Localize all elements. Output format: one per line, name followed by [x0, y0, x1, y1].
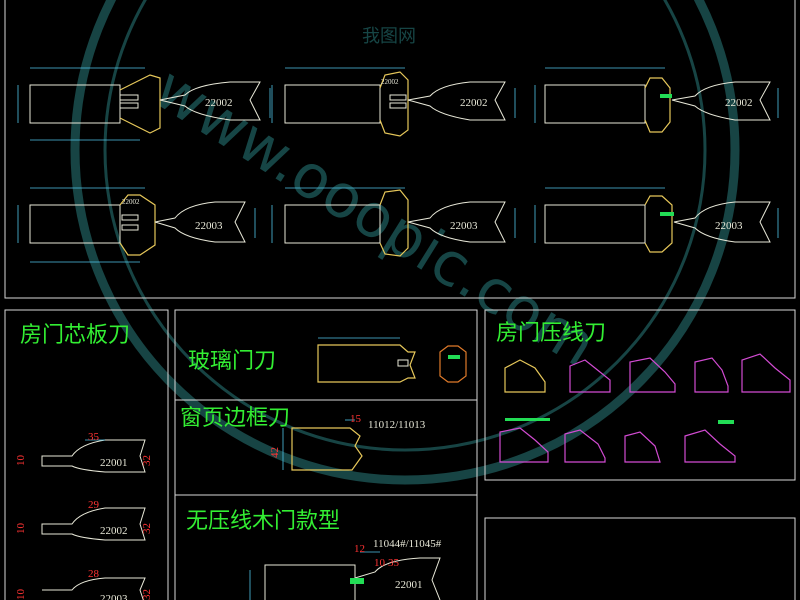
door-core-hr-2: 32 [141, 523, 153, 534]
no-press-line-dim-2: 10 [374, 557, 386, 569]
door-core-item-3: 28 10 32 22003 [15, 568, 153, 600]
window-frame-cutter: 15 42 11012/11013 [269, 413, 426, 471]
watermark-inner-ring [103, 0, 707, 452]
door-core-width-3: 28 [88, 568, 100, 580]
top-cutter-4-label: 22003 [195, 220, 223, 232]
watermark: 我图网 www.ooopic.com [70, 0, 740, 485]
door-core-hl-3: 10 [15, 589, 27, 600]
top-cutter-5: 22003 [271, 187, 516, 257]
door-core-hr-3: 32 [141, 589, 153, 600]
top-cutter-5-label: 22003 [450, 220, 478, 232]
door-core-code-1: 22001 [100, 457, 128, 469]
door-core-width-1: 35 [88, 431, 100, 443]
top-cutter-4-small-code: 22002 [122, 198, 140, 206]
door-core-hl-1: 10 [15, 455, 27, 467]
door-core-title: 房门芯板刀 [20, 323, 130, 348]
top-cutter-1-label: 22002 [205, 97, 233, 109]
door-core-hr-1: 32 [141, 455, 153, 466]
top-panel-border [4, 0, 796, 299]
no-press-line-title: 无压线木门款型 [186, 509, 340, 534]
watermark-brand: 我图网 [362, 26, 416, 47]
green-marker [660, 212, 674, 216]
door-core-item-1: 35 10 32 22001 [15, 431, 153, 473]
top-cutter-6-label: 22003 [715, 220, 743, 232]
glass-door-title: 玻璃门刀 [188, 349, 276, 374]
no-press-line-panel-border [174, 494, 478, 600]
empty-panel-border [484, 517, 796, 600]
no-press-line-dim-3: 35 [388, 557, 400, 569]
watermark-ring [70, 0, 740, 485]
no-press-line-dim-1: 12 [354, 543, 365, 555]
top-cutter-2: 22002 22002 [271, 67, 516, 137]
window-frame-title: 窗页边框刀 [180, 406, 290, 431]
door-core-code-3: 22003 [100, 593, 128, 600]
top-cutter-3-label: 22002 [725, 97, 753, 109]
green-marker [660, 94, 672, 98]
door-core-code-2: 22002 [100, 525, 128, 537]
no-press-line-label: 22001 [395, 579, 423, 591]
door-press-line-profiles [499, 353, 791, 463]
glass-door-cutter [317, 337, 467, 383]
top-cutter-3: 22002 [534, 67, 779, 133]
door-core-hl-2: 10 [15, 523, 27, 535]
door-core-panel-border [4, 309, 169, 600]
top-cutter-6: 22003 [534, 187, 779, 253]
no-press-line-cutter: 11044#/11045# 12 10 35 22001 [249, 538, 442, 600]
door-press-line-panel-border [484, 309, 796, 481]
door-core-item-2: 29 10 32 22002 [15, 499, 153, 541]
no-press-line-code: 11044#/11045# [373, 538, 442, 550]
window-frame-code: 11012/11013 [368, 419, 426, 431]
door-core-width-2: 29 [88, 499, 100, 511]
window-frame-dim-top: 15 [350, 413, 362, 425]
window-frame-dim-left: 42 [269, 447, 281, 458]
top-cutter-2-label: 22002 [460, 97, 488, 109]
top-cutter-1: 22002 [17, 67, 271, 141]
top-cutter-2-small-code: 22002 [381, 78, 399, 86]
door-press-line-title: 房门压线刀 [496, 321, 606, 346]
top-cutter-4: 22002 22003 [17, 187, 256, 263]
